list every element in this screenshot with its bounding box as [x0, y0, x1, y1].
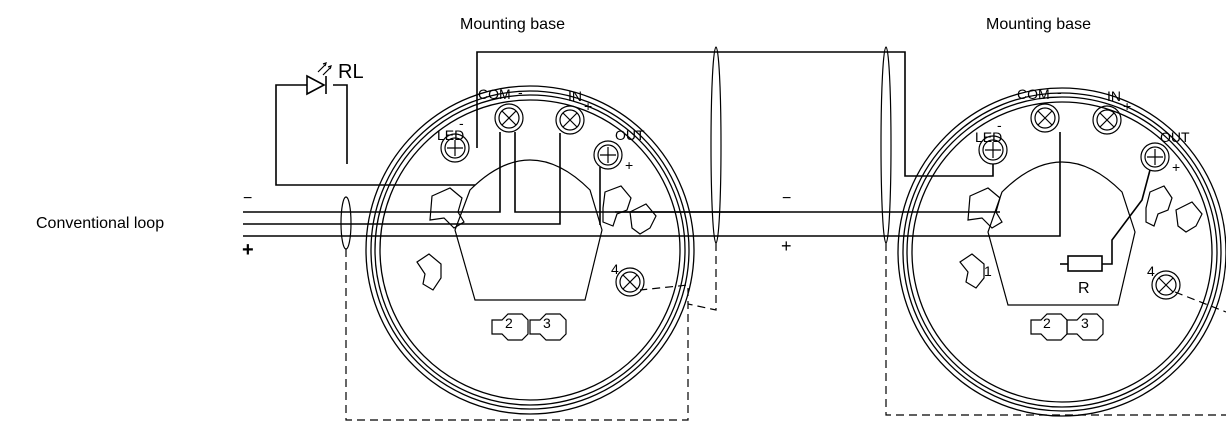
base-left-label-in-sign: +	[584, 98, 592, 114]
conventional-loop-label: Conventional loop	[36, 215, 164, 232]
base-left-label-led-sign: -	[459, 115, 464, 131]
mounting-base-label-left: Mounting base	[460, 16, 565, 33]
base-left-screw-in	[555, 105, 585, 135]
base-left-terminal-2: 2	[505, 315, 513, 331]
base-left-label-com: COM	[478, 86, 511, 102]
base-right-terminal-1: 1	[984, 263, 992, 279]
base-right-label-led-sign: -	[997, 117, 1002, 133]
base-left-label-led: LED	[437, 127, 464, 143]
base-left-label-com-sign: -	[518, 84, 523, 100]
base-right-label-led: LED	[975, 129, 1002, 145]
base-right-screw-in	[1092, 105, 1122, 135]
base-right-label-com-sign: -	[1057, 84, 1062, 100]
loop-wiring: R	[243, 46, 1226, 421]
base-right-terminal-2: 2	[1043, 315, 1051, 331]
base-right-label-com: COM	[1017, 86, 1050, 102]
base-right-terminal-3: 3	[1081, 315, 1089, 331]
base-left-label-out-sign: +	[625, 157, 633, 173]
base-left-screw-com	[494, 103, 524, 133]
base-left-terminal-3: 3	[543, 315, 551, 331]
loop-minus-sign: −	[243, 190, 252, 207]
cable-tie-left	[340, 196, 352, 250]
base-right-label-out-sign: +	[1172, 159, 1180, 175]
base-left-label-out: OUT	[615, 127, 645, 143]
base-left-label-4: 4	[611, 261, 619, 277]
rl-label: RL	[338, 61, 364, 83]
base-left-screw-4	[615, 267, 645, 297]
base-right-screw-com	[1030, 103, 1060, 133]
base-right-label-out: OUT	[1160, 129, 1190, 145]
loop-plus-sign-left: +	[242, 239, 254, 261]
base-right-screw-out	[1140, 142, 1170, 172]
base-right-screw-4	[1151, 270, 1181, 300]
loop-minus-sign-right: −	[782, 190, 791, 207]
resistor-label: R	[1078, 280, 1090, 297]
base-right-label-in-sign: +	[1123, 98, 1131, 114]
base-right-label-4: 4	[1147, 263, 1155, 279]
mounting-base-left: 2 3 LED	[365, 84, 695, 415]
base-left-screw-out	[593, 140, 623, 170]
base-left-label-in: IN	[568, 88, 582, 104]
base-left-screw-led	[440, 133, 470, 163]
resistor-r	[1067, 255, 1103, 272]
mounting-base-label-right: Mounting base	[986, 16, 1091, 33]
cable-tie-mid	[710, 46, 722, 244]
cable-tie-right	[880, 46, 892, 244]
loop-plus-sign-mid: +	[781, 236, 792, 256]
remote-led-rl: RL	[275, 61, 475, 186]
base-right-screw-led	[978, 135, 1008, 165]
mounting-base-right: 1 2 3	[897, 84, 1226, 417]
base-right-label-in: IN	[1107, 88, 1121, 104]
